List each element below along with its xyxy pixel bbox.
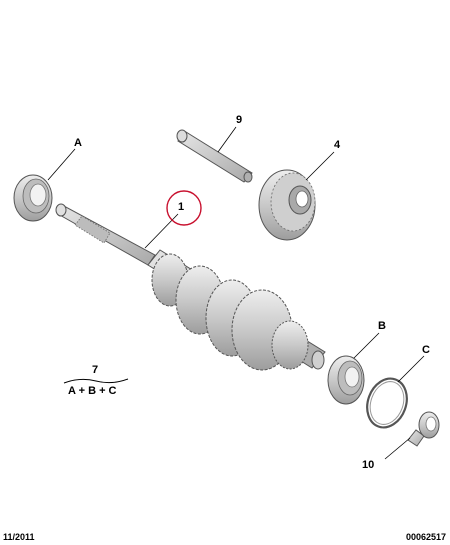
main-shaft-1 <box>55 203 326 371</box>
leader-line-9 <box>217 126 237 153</box>
footer-code: 00062517 <box>405 532 446 542</box>
leader-line-1 <box>144 213 179 249</box>
formula-brace <box>63 378 129 384</box>
callout-9: 9 <box>236 114 243 126</box>
callout-10: 10 <box>362 459 375 471</box>
kit-number: 7 <box>92 364 99 376</box>
leader-line-10 <box>384 437 411 460</box>
callout-1: 1 <box>178 201 185 213</box>
callout-c: C <box>422 344 430 356</box>
seal-ring-c <box>366 377 408 429</box>
gear-4 <box>258 169 316 241</box>
callout-a: A <box>74 137 82 149</box>
bearing-a <box>13 174 53 222</box>
callout-4: 4 <box>334 139 341 151</box>
callout-b: B <box>378 320 386 332</box>
leader-line-c <box>397 355 425 383</box>
highlight-circle <box>166 190 202 226</box>
bearing-b <box>327 355 365 405</box>
leader-line-4 <box>305 151 335 181</box>
footer-date: 11/2011 <box>3 532 35 542</box>
leader-line-a <box>47 148 76 181</box>
leader-line-b <box>353 332 380 359</box>
shaft-pin-9 <box>176 129 253 183</box>
kit-formula: A + B + C <box>68 385 117 397</box>
screw-10 <box>407 411 440 447</box>
